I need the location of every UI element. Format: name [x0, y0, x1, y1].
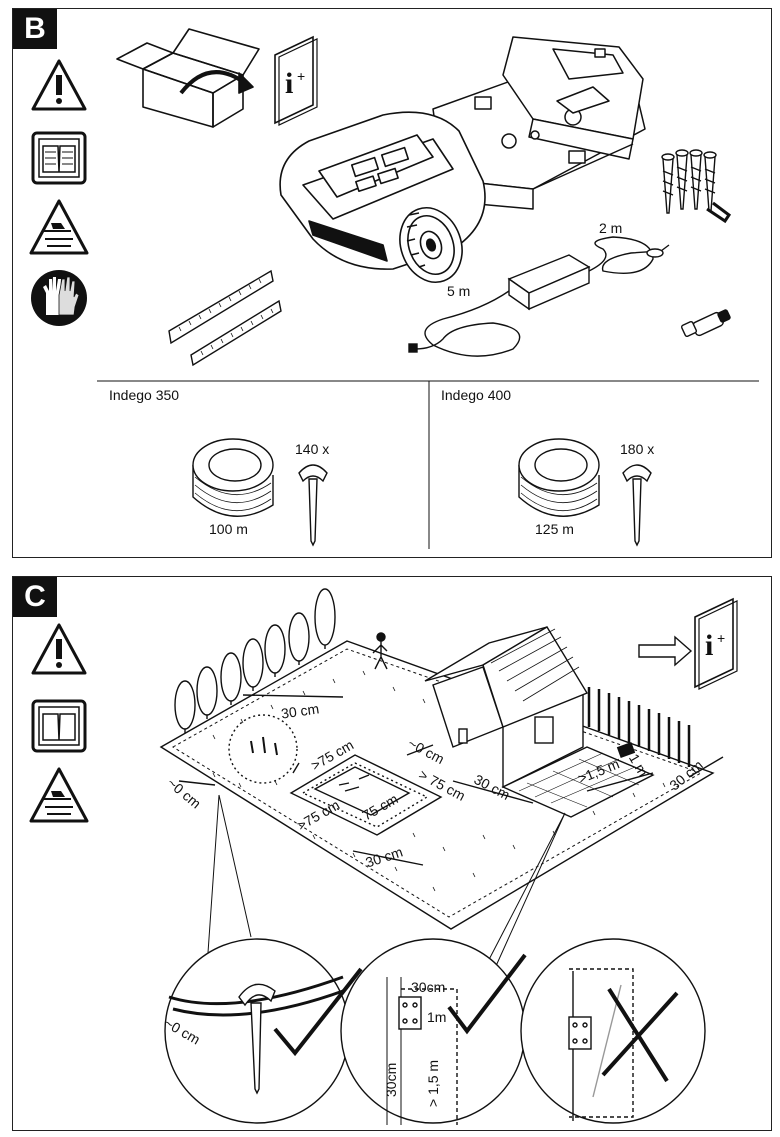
power-cable-length-label: 2 m: [599, 220, 623, 236]
wire-coil-350: [192, 438, 274, 517]
distance-gauge-strips: [168, 269, 282, 367]
manual-book-icon: [31, 699, 87, 753]
peg-count-400: 180 x: [620, 441, 655, 457]
model-400-name: Indego 400: [441, 387, 512, 403]
checkmark-icon: [447, 953, 527, 1035]
lawn-plan: [159, 588, 724, 978]
detail-circle-2: [340, 938, 526, 1125]
section-c-panel: C i +: [12, 576, 772, 1131]
cable-connector: [680, 309, 731, 338]
docking-station: [432, 36, 646, 210]
box-unpacking-icon: [116, 28, 260, 128]
power-supply: [408, 236, 670, 357]
information-booklet-icon: i +: [694, 597, 738, 690]
detail-circle-1: [164, 938, 350, 1124]
section-c-illustration: i +: [29, 588, 738, 1125]
detail2-top-label: 30cm: [411, 979, 446, 995]
low-voltage-cable-length-label: 5 m: [447, 283, 471, 299]
model-350-name: Indego 350: [109, 387, 180, 403]
detail2-left-label: 30cm: [383, 1062, 399, 1097]
wire-length-400: 125 m: [535, 521, 574, 537]
checkmark-icon: [273, 967, 363, 1057]
warning-icon: [31, 59, 87, 111]
screws-and-hex-key: [661, 149, 732, 224]
arrow-right-icon: [638, 635, 693, 667]
section-b-panel: B: [12, 8, 772, 558]
robotic-mower: [279, 111, 486, 283]
wire-coil-400: [518, 438, 600, 517]
section-c-letter: C: [13, 577, 57, 617]
svg-text:+: +: [717, 630, 725, 646]
section-b-illustration: i +: [29, 28, 759, 549]
svg-text:+: +: [297, 68, 305, 84]
information-booklet-icon: i +: [274, 35, 318, 126]
gloves-icon: [31, 270, 87, 326]
svg-text:i: i: [285, 67, 293, 100]
detail2-right-label: 1m: [427, 1009, 447, 1025]
section-b-letter: B: [13, 9, 57, 49]
detail2-bottom-label: > 1,5 m: [425, 1059, 441, 1107]
wire-length-350: 100 m: [209, 521, 248, 537]
svg-text:i: i: [705, 629, 713, 662]
peg-350: [298, 464, 328, 547]
warning-icon: [31, 623, 87, 675]
manual-book-icon: [31, 131, 87, 185]
hand-injury-warning-icon: [29, 767, 89, 823]
hand-injury-warning-icon: [29, 199, 89, 255]
peg-count-350: 140 x: [295, 441, 330, 457]
detail-circle-3: [520, 938, 706, 1124]
peg-400: [622, 464, 652, 547]
cross-icon: [601, 987, 679, 1083]
